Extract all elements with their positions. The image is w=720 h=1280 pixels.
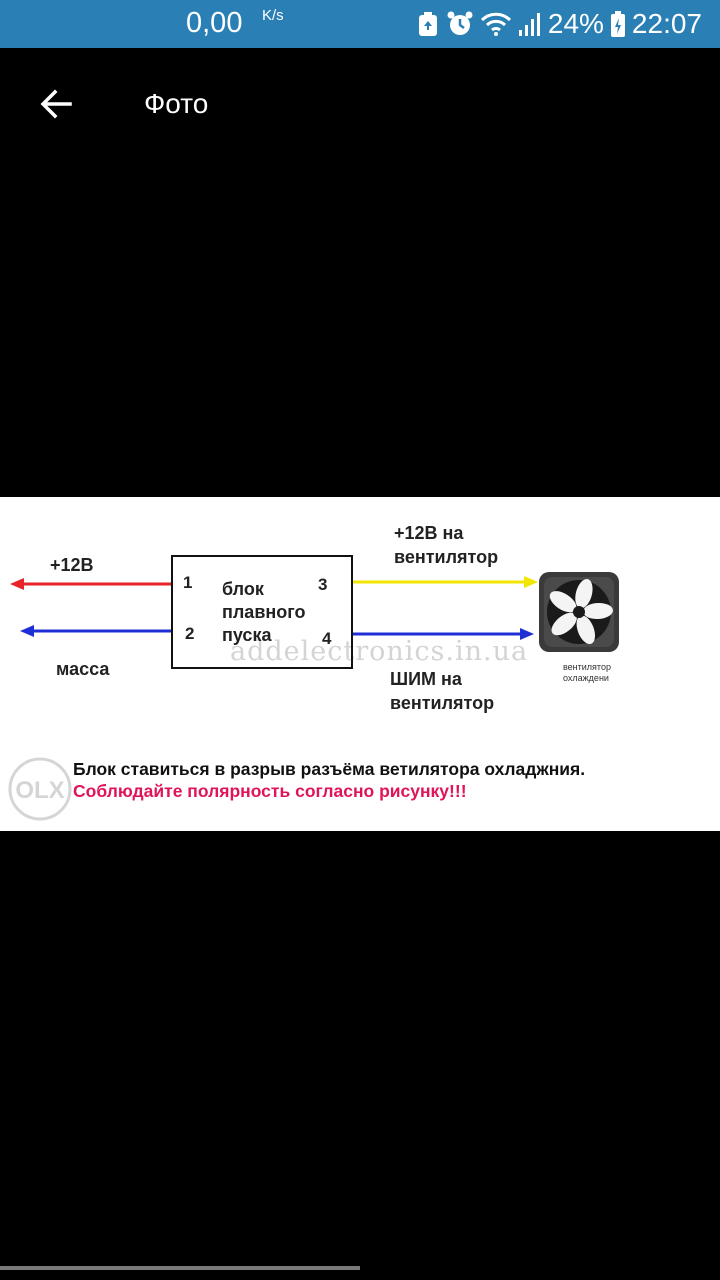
network-speed-unit: K/s xyxy=(262,7,284,24)
signal-icon xyxy=(518,11,542,37)
soft-start-block xyxy=(171,555,353,669)
battery-percent: 24% xyxy=(547,8,604,39)
olx-logo-text: OLX xyxy=(15,777,64,804)
scroll-indicator xyxy=(0,1266,360,1270)
red-wire-arrow-icon xyxy=(10,578,24,590)
fan-caption-line-2: охлаждени xyxy=(563,673,609,683)
pin-4-label: 4 xyxy=(322,629,332,648)
alarm-icon xyxy=(446,10,474,38)
note-red: Соблюдайте полярность согласно рисунку!!… xyxy=(73,781,467,801)
fan-icon xyxy=(539,572,619,652)
pin-3-label: 3 xyxy=(318,575,327,594)
clock: 22:07 xyxy=(631,8,702,39)
block-label-line-3: пуска xyxy=(222,625,272,645)
blue-wire-left-arrow-icon xyxy=(20,625,34,637)
status-bar: 0,00 K/s xyxy=(0,0,720,48)
fan-caption-line-1: вентилятор xyxy=(563,662,611,672)
wiring-diagram: addelectronics.in.ua 1 2 3 4 блок плавно… xyxy=(8,523,619,821)
photo-image[interactable]: addelectronics.in.ua 1 2 3 4 блок плавно… xyxy=(0,497,720,831)
watermark-text: addelectronics.in.ua xyxy=(230,636,528,667)
pwm-label-line-2: вентилятор xyxy=(390,693,494,713)
fan-power-label-line-1: +12В на xyxy=(394,523,464,543)
blue-wire-right-arrow-icon xyxy=(520,628,534,640)
page-title: Фото xyxy=(144,88,209,119)
wifi-icon xyxy=(480,11,512,37)
block-label-line-1: блок xyxy=(222,579,265,599)
yellow-wire-arrow-icon xyxy=(524,576,538,588)
block-label-line-2: плавного xyxy=(222,602,306,622)
pin-1-label: 1 xyxy=(183,573,192,592)
save-mode-icon xyxy=(416,10,440,38)
pwm-label-line-1: ШИМ на xyxy=(390,669,463,689)
back-button[interactable] xyxy=(26,74,86,134)
app-bar: Фото xyxy=(0,48,720,160)
battery-charging-icon xyxy=(610,10,626,38)
olx-logo: OLX xyxy=(8,757,72,821)
note-black: Блок ставиться в разрыв разъёма ветилято… xyxy=(73,759,585,779)
pin-2-label: 2 xyxy=(185,624,194,643)
status-icons: 24% 22:07 xyxy=(416,6,702,42)
fan-power-label-line-2: вентилятор xyxy=(394,547,498,567)
network-speed-value: 0,00 xyxy=(186,7,243,39)
plus12-label: +12В xyxy=(50,555,94,575)
arrow-back-icon xyxy=(40,89,72,119)
mass-label: масса xyxy=(56,659,110,679)
